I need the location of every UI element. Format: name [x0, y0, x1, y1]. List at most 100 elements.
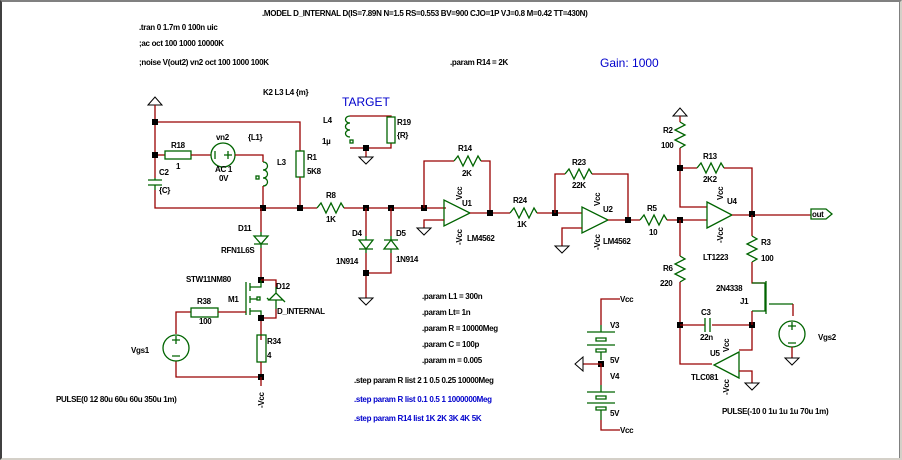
- jfet-j1[interactable]: [752, 281, 793, 314]
- r2-label: R2: [663, 126, 673, 135]
- diode-d11[interactable]: [252, 232, 270, 248]
- inductor-l3[interactable]: [262, 161, 269, 187]
- u1-vcc-label: Vcc: [455, 186, 464, 200]
- model-directive[interactable]: .MODEL D_INTERNAL D(IS=7.89N N=1.5 RS=0.…: [262, 9, 588, 18]
- resistor-r3[interactable]: [745, 235, 759, 263]
- param-c[interactable]: .param C = 100p: [422, 340, 480, 349]
- ac-directive[interactable]: ;ac oct 100 1000 10000K: [139, 39, 225, 48]
- resistor-r13[interactable]: [696, 161, 725, 175]
- resistor-r8[interactable]: [316, 201, 345, 215]
- resistor-r24[interactable]: [509, 206, 538, 220]
- resistor-r14[interactable]: [453, 154, 482, 168]
- voltage-source-vgs1[interactable]: [162, 334, 190, 362]
- resistor-r18[interactable]: [164, 150, 192, 160]
- resistor-r19[interactable]: [386, 116, 396, 144]
- resistor-r38[interactable]: [190, 307, 219, 318]
- r3-label: R3: [761, 238, 771, 247]
- d4-label: D4: [352, 229, 362, 238]
- m1-value: STW11NM80: [186, 275, 232, 284]
- vcc-net-label-2: Vcc: [620, 426, 634, 435]
- ground-ref-icon: [671, 107, 689, 117]
- step-directive-1[interactable]: .step param R list 2 1 0.5 0.25 10000Meg: [354, 376, 494, 385]
- step-directive-3[interactable]: .step param R14 list 1K 2K 3K 4K 5K: [354, 414, 482, 423]
- diode-d4[interactable]: [357, 236, 375, 253]
- vcc-net-label: Vcc: [620, 295, 634, 304]
- vn2-dc-value: 0V: [219, 174, 229, 183]
- u5-value: TLC081: [691, 373, 719, 382]
- target-annotation: TARGET: [342, 95, 390, 109]
- inductor-l4[interactable]: [344, 115, 351, 138]
- capacitor-c2[interactable]: [148, 178, 162, 190]
- second-stage: R24 1K R23 22K U2 LM4562 Vcc -Vcc R5 10: [509, 158, 707, 254]
- vgs2-label: Vgs2: [818, 333, 837, 342]
- d5-value: 1N914: [396, 255, 419, 264]
- param-r[interactable]: .param R = 10000Meg: [422, 324, 499, 333]
- vgs1-value: PULSE(0 12 80u 60u 60u 350u 1m): [56, 395, 177, 404]
- l4-value: 1µ: [322, 137, 331, 146]
- opamp-u5[interactable]: [712, 350, 740, 380]
- opamp-u1[interactable]: [443, 198, 472, 228]
- r19-value: {R}: [397, 131, 408, 140]
- param-m[interactable]: .param m = 0.005: [422, 356, 483, 365]
- capacitor-c3[interactable]: [704, 318, 711, 332]
- opamp-u4[interactable]: [706, 200, 734, 230]
- r38-label: R38: [197, 297, 212, 306]
- r13-label: R13: [703, 152, 718, 161]
- param-r14-directive[interactable]: .param R14 = 2K: [450, 58, 509, 67]
- r14-label: R14: [458, 144, 473, 153]
- u1-value: LM4562: [467, 234, 495, 243]
- v4-label: V4: [610, 372, 620, 381]
- d11-value: RFN1L6S: [221, 246, 255, 255]
- u1-label: U1: [462, 199, 472, 208]
- ground-icon: [357, 156, 375, 165]
- coupling-directive[interactable]: K2 L3 L4 {m}: [263, 88, 309, 97]
- r23-value: 22K: [572, 181, 586, 190]
- r38-value: 100: [199, 317, 212, 326]
- resistor-r6[interactable]: [673, 255, 687, 283]
- opamp-u2[interactable]: [581, 205, 610, 235]
- vn2-value: AC 1: [215, 165, 233, 174]
- r8-label: R8: [326, 191, 336, 200]
- u4-label: U4: [727, 197, 737, 206]
- battery-v3[interactable]: [587, 325, 615, 360]
- u4-value: LT1223: [703, 253, 729, 262]
- vee-net-label: -Vcc: [257, 391, 266, 408]
- v4-value: 5V: [610, 409, 620, 418]
- target-network: L4 1µ R19 {R}: [322, 115, 412, 165]
- out-net-label: out: [812, 210, 824, 219]
- r8-value: 1K: [326, 215, 336, 224]
- tran-directive[interactable]: .tran 0 1.7m 0 100n uic: [139, 23, 219, 32]
- vn2-label: vn2: [216, 133, 230, 142]
- input-stage: R8 1K D4 1N914 D5 1N914 R14 2K U1 LM4562…: [316, 144, 510, 306]
- net-label-out[interactable]: [810, 208, 834, 220]
- noise-directive[interactable]: ;noise V(out2) vn2 oct 100 1000 100K: [139, 58, 270, 67]
- ground-icon: [415, 227, 433, 236]
- param-lt[interactable]: .param Lt= 1n: [422, 308, 471, 317]
- mosfet-m1[interactable]: [245, 280, 262, 318]
- v3-label: V3: [610, 321, 620, 330]
- j1-label: J1: [740, 297, 749, 306]
- param-l1[interactable]: .param L1 = 300n: [422, 292, 483, 301]
- battery-v4[interactable]: [587, 385, 615, 420]
- vgs1-label: Vgs1: [131, 346, 150, 355]
- diode-d12[interactable]: [266, 287, 286, 309]
- resistor-r1[interactable]: [295, 150, 305, 178]
- r2-value: 100: [661, 141, 674, 150]
- m1-label: M1: [228, 295, 239, 304]
- resistor-r5[interactable]: [639, 213, 668, 227]
- c2-label: C2: [159, 168, 169, 177]
- u2-label: U2: [603, 205, 613, 214]
- r34-label: R34: [267, 337, 282, 346]
- input-network: R18 1 vn2 AC 1 0V {L1} L3 R1 5K8 C2 {C}: [146, 96, 322, 211]
- resistor-r23[interactable]: [564, 167, 593, 181]
- step-directive-2[interactable]: .step param R list 0.1 0.5 1 1000000Meg: [354, 395, 492, 404]
- r14-value: 2K: [462, 169, 472, 178]
- diode-d5[interactable]: [382, 236, 400, 253]
- output-stage: out R2 100 R13 2K2 U4 LT1223 Vcc -Vcc R3…: [660, 107, 837, 416]
- r18-value: 1: [176, 162, 181, 171]
- resistor-r2[interactable]: [673, 121, 687, 149]
- ground-icon: [357, 297, 375, 306]
- u2-vee-label: -Vcc: [593, 233, 602, 250]
